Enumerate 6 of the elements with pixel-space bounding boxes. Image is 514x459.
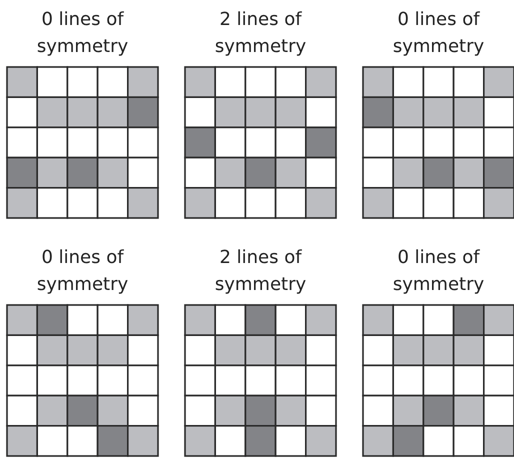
grid-heading: 0 lines of symmetry bbox=[392, 8, 486, 59]
grid-heading: 0 lines of symmetry bbox=[36, 8, 130, 59]
grid-heading: 0 lines of symmetry bbox=[392, 246, 486, 297]
grid-heading: 2 lines of symmetry bbox=[214, 246, 308, 297]
grid-heading: 0 lines of symmetry bbox=[36, 246, 130, 297]
grid-heading: 2 lines of symmetry bbox=[214, 8, 308, 59]
